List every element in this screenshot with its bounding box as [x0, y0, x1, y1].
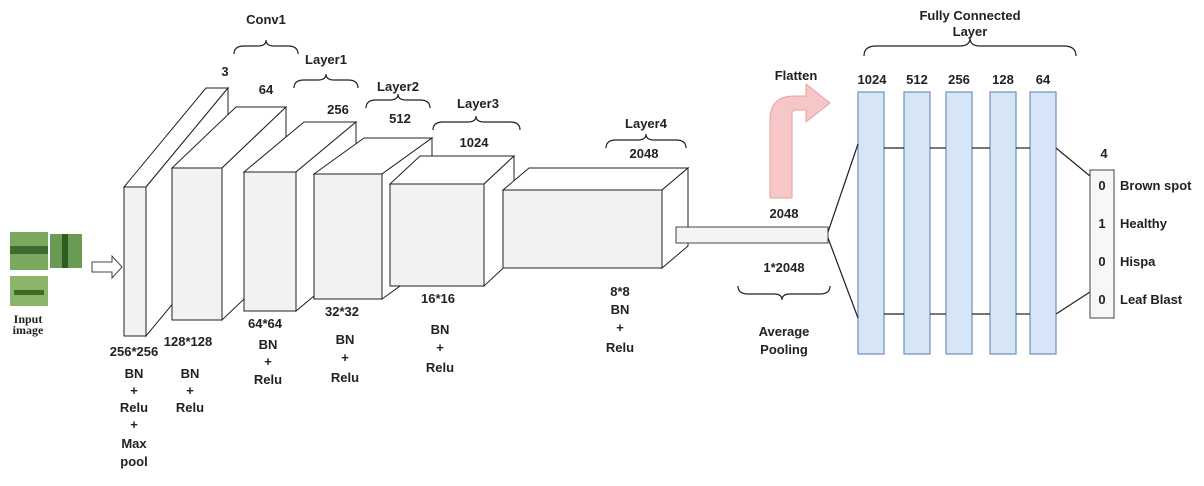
- stage1-op-4: +: [130, 417, 138, 432]
- output-label-3: Hispa: [1120, 254, 1156, 269]
- layer4-size: 8*8: [610, 284, 630, 299]
- fc-units-2: 512: [906, 72, 928, 87]
- layer4-op-1: BN: [611, 302, 630, 317]
- layer3-title: Layer3: [457, 96, 499, 111]
- output-count: 4: [1100, 146, 1108, 161]
- stage2-size: 128*128: [164, 334, 212, 349]
- fc-column-2: [904, 92, 930, 354]
- pooling-title-line2: Pooling: [760, 342, 808, 357]
- layer3-op-1: BN: [431, 322, 450, 337]
- conv1-brace: [234, 40, 298, 54]
- layer4-channels: 2048: [630, 146, 659, 161]
- layer1-title: Layer1: [305, 52, 347, 67]
- fc-units-1: 1024: [858, 72, 888, 87]
- layer1-size: 64*64: [248, 316, 283, 331]
- fc-units-3: 256: [948, 72, 970, 87]
- layer2-title: Layer2: [377, 79, 419, 94]
- fc-column-1: [858, 92, 884, 354]
- stage1-op-3: Relu: [120, 400, 148, 415]
- fc-brace: [864, 38, 1076, 56]
- output-label-1: Brown spot: [1120, 178, 1192, 193]
- layer4-op-3: Relu: [606, 340, 634, 355]
- output-label-4: Leaf Blast: [1120, 292, 1183, 307]
- stage2-op-2: +: [186, 383, 194, 398]
- pooling-value: 2048: [770, 206, 799, 221]
- pooling-title-line1: Average: [759, 324, 810, 339]
- layer2-op-1: BN: [336, 332, 355, 347]
- flatten-title: Flatten: [775, 68, 818, 83]
- layer1-op-3: Relu: [254, 372, 282, 387]
- fc-units-5: 64: [1036, 72, 1051, 87]
- layer1-channels: 256: [327, 102, 349, 117]
- stage1-op-1: BN: [125, 366, 144, 381]
- pooled-vector: [676, 227, 828, 243]
- block-layer4: [503, 168, 688, 268]
- conv1-channels-in: 3: [221, 64, 228, 79]
- stage2-op-3: Relu: [176, 400, 204, 415]
- layer2-brace: [366, 94, 430, 108]
- pooling-vector: 1*2048: [763, 260, 804, 275]
- layer2-channels: 512: [389, 111, 411, 126]
- output-label-2: Healthy: [1120, 216, 1168, 231]
- layer3-op-2: +: [436, 340, 444, 355]
- input-caption-line2: image: [13, 323, 44, 337]
- fc-column-4: [990, 92, 1016, 354]
- stage1-op-2: +: [130, 383, 138, 398]
- layer3-brace: [433, 116, 520, 130]
- input-image: [10, 232, 82, 306]
- fc-units-4: 128: [992, 72, 1014, 87]
- layer2-op-3: Relu: [331, 370, 359, 385]
- layer3-size: 16*16: [421, 291, 455, 306]
- block-layer3: [390, 156, 514, 286]
- layer1-op-1: BN: [259, 337, 278, 352]
- pooling-brace: [738, 286, 830, 300]
- output-value-2: 1: [1098, 216, 1105, 231]
- output-value-3: 0: [1098, 254, 1105, 269]
- conv1-title: Conv1: [246, 12, 286, 27]
- layer4-op-2: +: [616, 320, 624, 335]
- fc-title-line2: Layer: [953, 24, 988, 39]
- fc-columns: [858, 92, 1056, 354]
- stage2-op-1: BN: [181, 366, 200, 381]
- layer1-brace: [294, 74, 358, 88]
- layer1-op-2: +: [264, 354, 272, 369]
- conv1-channels-out: 64: [259, 82, 274, 97]
- fc-column-3: [946, 92, 972, 354]
- stage1-size: 256*256: [110, 344, 158, 359]
- fc-column-5: [1030, 92, 1056, 354]
- layer4-title: Layer4: [625, 116, 668, 131]
- output-value-1: 0: [1098, 178, 1105, 193]
- fc-title-line1: Fully Connected: [919, 8, 1020, 23]
- stage1-op-6: pool: [120, 454, 147, 469]
- output-value-4: 0: [1098, 292, 1105, 307]
- input-arrow-icon: [92, 256, 122, 278]
- layer3-channels: 1024: [460, 135, 490, 150]
- layer3-op-3: Relu: [426, 360, 454, 375]
- stage1-op-5: Max: [121, 436, 147, 451]
- flatten-arrow-icon: [770, 84, 830, 198]
- layer2-op-2: +: [341, 350, 349, 365]
- layer2-size: 32*32: [325, 304, 359, 319]
